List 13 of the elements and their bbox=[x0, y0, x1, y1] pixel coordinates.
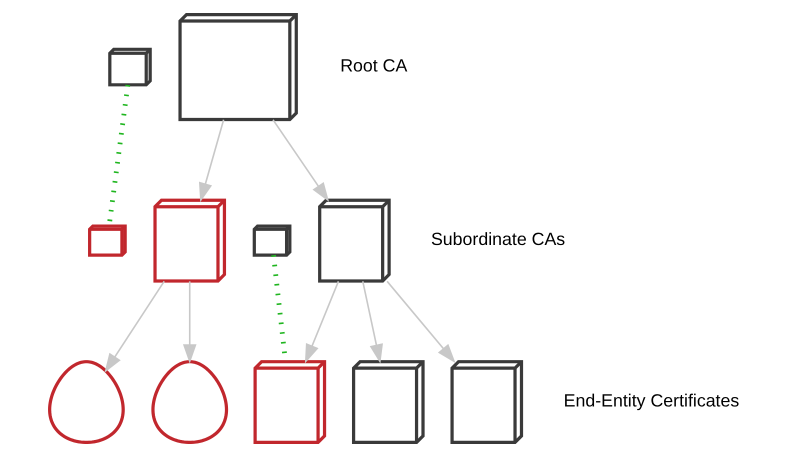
node-label: Subordinate CAs bbox=[430, 229, 565, 250]
node-person bbox=[150, 360, 228, 444]
node-person bbox=[48, 360, 124, 444]
arrow bbox=[362, 281, 382, 364]
arrow bbox=[182, 281, 196, 364]
arrow bbox=[304, 281, 339, 364]
arrow bbox=[198, 120, 224, 202]
arrow bbox=[104, 280, 164, 373]
node-label: Root CA bbox=[340, 56, 407, 76]
connector bbox=[270, 254, 288, 362]
arrow bbox=[272, 119, 329, 202]
node-label: End-Entity Certificates bbox=[563, 390, 739, 411]
arrow bbox=[386, 280, 456, 364]
